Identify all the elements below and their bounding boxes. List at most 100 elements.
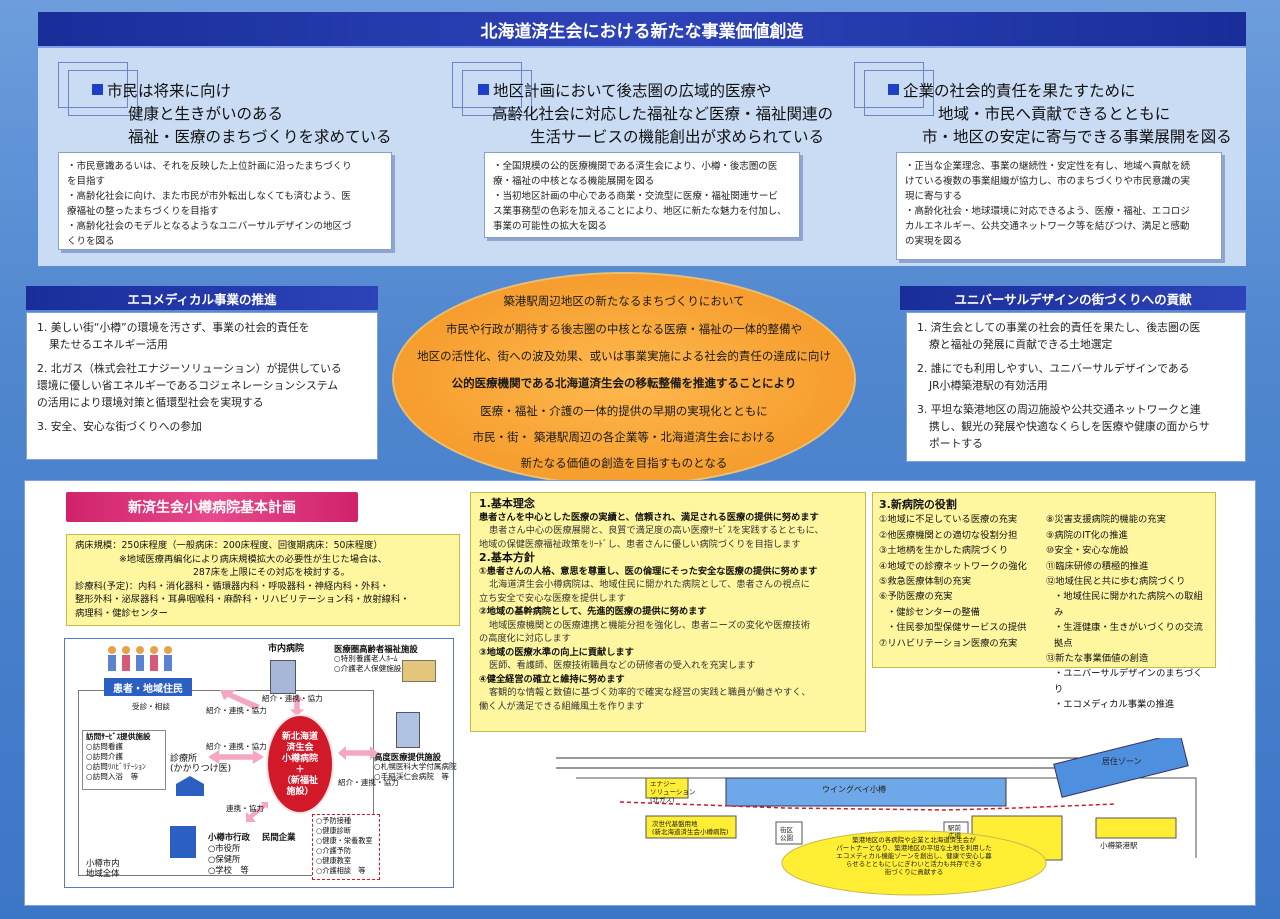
policy-item: ①患者さんの人格、意思を尊重し、医の倫理にそった安全な医療の提供に努めます: [479, 565, 818, 577]
beds-line: 病理科・健診センター: [75, 607, 168, 619]
energy-line: エナジー: [650, 780, 676, 788]
note-line: ・市民意識あるいは、それを反映した上位計画に沿ったまちづくり: [67, 161, 352, 172]
policy-detail: 客観的な情報と数値に基づく効率的で確実な経営の実践と職員が働きやすく、: [489, 687, 811, 698]
role-item: ④地域での診療ネットワークの強化: [879, 560, 1027, 572]
note-line: ・当初地区計画の中心である商業・交流型に医療・福祉関連サービ: [493, 191, 778, 202]
item-text: 療と福祉の発展に貢献できる土地選定: [929, 338, 1113, 351]
role-item: ・住民参加型保健サービスの提供: [887, 622, 1027, 634]
callout-line: 街づくりに貢献する: [884, 868, 944, 876]
bullet-square-icon: [92, 84, 103, 95]
visit-title: 訪問ｻｰﾋﾞｽ提供施設: [86, 732, 151, 741]
heading-line: 健康と生きがいのある: [92, 103, 392, 126]
plan-title-text: 新済生会小樽病院基本計画: [128, 500, 296, 516]
heading-text: 健康と生きがいのある: [128, 105, 284, 123]
government-item: ○市役所: [208, 843, 241, 853]
prevention-item: ○予防接種: [316, 816, 352, 825]
note-line: ス業事務型の色彩を加えることにより、地区に新たな魅力を付加し、: [493, 206, 787, 217]
center-label-line: （新福祉: [281, 776, 318, 786]
station-label: 小樽築港駅: [1100, 841, 1138, 850]
role-item: ②他医療機関との適切な役割分担: [879, 529, 1018, 541]
link-label: 連携・協力: [226, 804, 264, 813]
clinic-text: 診療所: [170, 754, 198, 764]
prevention-text: ○予防接種 ○健康診断 ○健康・栄養教室 ○介護予防 ○健康教室 ○介護相談 等: [316, 816, 373, 876]
visit-item: ○訪問入浴 等: [86, 772, 139, 781]
visit-services-box: [82, 730, 166, 790]
government-text: 小樽市行政 ○市役所 ○保健所 ○学校 等: [208, 832, 250, 876]
region-label: 小樽市内 地域全体: [86, 858, 120, 878]
note-line: ・正当な企業理念、事業の継続性・安定性を有し、地域へ貢献を続: [905, 161, 1191, 172]
role-item: ・生涯健康・生きがいづくりの交流拠点: [1053, 622, 1203, 649]
prevention-item: ○健康診断: [316, 826, 352, 835]
clinic-sub-text: (かかりつけ医): [170, 764, 232, 774]
clinic-icon: [176, 776, 204, 796]
note-line: を目指す: [67, 176, 106, 187]
welfare-text: 医療圏高齢者福祉施設 ○特別養護老人ﾎｰﾑ ○介護老人保健施設 等: [334, 644, 418, 674]
column-2-notes: ・全国規模の公的医療機関である済生会により、小樽・後志圏の医 療・福祉の中核とな…: [484, 152, 800, 238]
station-plaza-label: 駅前 広場: [948, 824, 961, 840]
eco-item-2: 2. 北ガス（株式会社エナジーソリューション）が提供している環境に優しい省エネル…: [37, 360, 367, 411]
link-label: 紹介・連携・協力: [262, 694, 323, 703]
prevention-item: ○介護相談 等: [316, 866, 366, 875]
heading-text: 生活サービスの機能創出が求められている: [530, 128, 825, 146]
hospital-icon: [270, 660, 296, 694]
note-line: けている複数の事業組織が協力し、市のまちづくりや市民意識の実: [905, 176, 1191, 187]
callout-line: 築港地区の各病院や企業と北海道済生会が: [852, 836, 976, 844]
city-hospital-label: 市内病院: [268, 644, 305, 654]
policy-detail: 北海道済生会小樽病院は、地域住民に開かれた病院として、患者さんの視点に: [489, 579, 810, 590]
advanced-title: 高度医療提供施設: [374, 752, 441, 762]
policy-item: ②地域の基幹病院として、先進的医療の提供に努めます: [479, 606, 707, 617]
eco-item-1: 1. 美しい街“小樽”の環境を汚さず、事業の社会的責任を果たせるエネルギー活用: [37, 319, 367, 353]
item-text: 3. 安全、安心な街づくりへの参加: [37, 420, 202, 433]
note-line: 事業の可能性の拡大を図る: [493, 221, 608, 232]
heading-line: 高齢化社会に対応した福祉など医療・福祉関連の: [478, 103, 833, 126]
role-item: ⑤救急医療体制の充実: [879, 576, 972, 588]
advanced-item: ○手稲渓仁会病院 等: [374, 772, 449, 781]
plaza-line: 広場: [948, 832, 961, 840]
note-line: の実現を図る: [905, 236, 963, 247]
column-1-heading: 市民は将来に向け 健康と生きがいのある 福祉・医療のまちづくりを求めている: [92, 80, 392, 149]
energy-line: ソリューション: [650, 788, 696, 796]
center-label-line: 済生会: [286, 743, 314, 753]
eco-medical-title: エコメディカル事業の推進: [127, 291, 277, 307]
plaza-line: 駅前: [948, 824, 961, 832]
universal-design-box: 1. 済生会としての事業の社会的責任を果たし、後志圏の医療と福祉の発展に貢献でき…: [906, 312, 1246, 462]
roles-box: 3.新病院の役割 ①地域に不足している医療の充実 ②他医療機関との適切な役割分担…: [872, 492, 1216, 710]
visit-item: ○訪問看護: [86, 742, 124, 751]
hospital-site-label: 次世代基盤用地 (新北海道済生会小樽病院): [652, 820, 729, 836]
role-item: ・地域住民に開かれた病院への取組み: [1053, 591, 1203, 618]
site-map: ウイングベイ小樽 居住ゾーン エナジー ソリューション (北ガス) 次世代基盤用…: [536, 732, 1226, 898]
heading-text: 地域・市民へ貢献できるとともに: [938, 105, 1171, 123]
policy-heading: 2.基本方針: [479, 551, 535, 564]
consult-label: 受診・相談: [132, 702, 170, 711]
bullet-square-icon: [478, 84, 489, 95]
role-item: ⑥予防医療の充実: [879, 591, 953, 603]
principle-detail: 地域の保健医療福祉政策をﾘｰﾄﾞし、患者さんに優しい病院づくりを目指します: [479, 538, 801, 550]
principles-heading: 1.基本理念: [479, 497, 535, 510]
role-item: ⑬新たな事業価値の創造: [1045, 653, 1149, 665]
callout-line: らせるとともにしにぎわいと活力も共存できる: [845, 860, 983, 868]
policy-detail: 地域医療機関との医療連携と機能分担を強化し、患者ニーズの変化や医療技術: [489, 619, 811, 631]
role-item: ①地域に不足している医療の充実: [879, 514, 1018, 526]
column-3-heading: 企業の社会的責任を果たすために 地域・市民へ貢献できるとともに 市・地区の安定に…: [888, 80, 1232, 149]
plan-title: 新済生会小樽病院基本計画: [66, 492, 358, 522]
callout-line: エコメディカル機能ゾーンを創出し、健康で安心し暮: [836, 852, 992, 860]
site-line: 次世代基盤用地: [652, 820, 698, 828]
bullet-square-icon: [888, 84, 899, 95]
new-hospital-circle: 新北海道 済生会 小樽病院 ＋ （新福祉 施設）: [266, 714, 334, 814]
item-text: 果たせるエネルギー活用: [49, 338, 168, 351]
energy-label: エナジー ソリューション (北ガス): [650, 780, 695, 804]
advanced-item: ○札幌医科大学付属病院: [374, 762, 457, 771]
role-item: ⑦リハビリテーション医療の充実: [879, 637, 1018, 649]
region-line: 小樽市内: [86, 858, 120, 868]
beds-line: 整形外科・泌尿器科・耳鼻咽喉科・麻酔科・リハビリテーション科・放射線科・: [75, 594, 410, 605]
item-text: 3. 平坦な築港地区の周辺施設や公共交通ネットワークと連: [917, 403, 1201, 416]
heading-line: 市・地区の安定に寄与できる事業展開を図る: [888, 126, 1232, 149]
item-text: 1. 済生会としての事業の社会的責任を果たし、後志圏の医: [917, 321, 1201, 334]
welfare-item: ○特別養護老人ﾎｰﾑ: [334, 654, 398, 663]
eco-medical-header: エコメディカル事業の推進: [26, 286, 378, 310]
people-icon-svg: [108, 646, 172, 671]
heading-line: 地区計画において後志圏の広域的医療や: [478, 80, 833, 103]
center-line: 医療・福祉・介護の一体的提供の早期の実現化とともに: [480, 404, 768, 418]
universal-design-header: ユニバーサルデザインの街づくりへの貢献: [900, 286, 1246, 310]
link-label: 紹介・連携・協力: [206, 706, 267, 715]
